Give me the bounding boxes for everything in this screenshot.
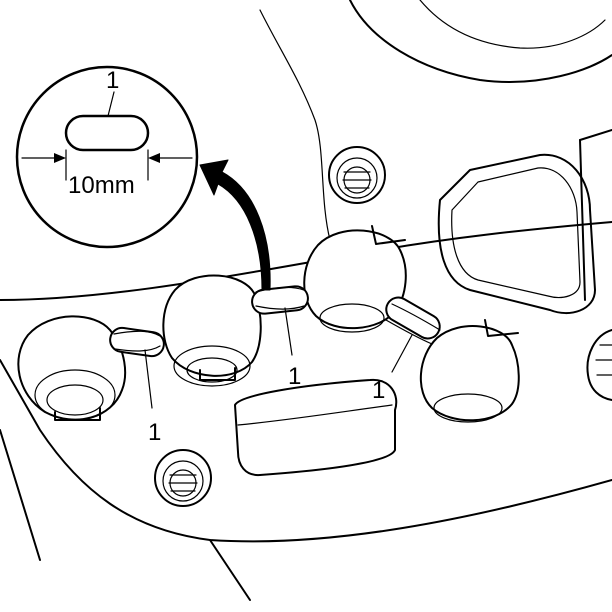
raised-pocket bbox=[437, 129, 612, 315]
dimension-arrow-left bbox=[54, 153, 66, 163]
detail-circle bbox=[15, 65, 199, 249]
oil-slot-right bbox=[385, 296, 441, 345]
callout-label-left: 1 bbox=[148, 419, 161, 446]
leader-middle bbox=[284, 307, 293, 356]
detail-part-label: 1 bbox=[106, 67, 119, 94]
callout-label-right: 1 bbox=[372, 377, 385, 404]
bolt-hole-top bbox=[328, 146, 386, 204]
lifter-bore-4 bbox=[419, 319, 520, 423]
detail-slot-outline bbox=[64, 114, 150, 152]
bolt-hole-right-edge bbox=[586, 329, 612, 401]
dimension-label: 10mm bbox=[68, 172, 135, 199]
lifter-bore-2 bbox=[162, 274, 262, 387]
leader-left bbox=[144, 349, 153, 409]
oil-slot-left bbox=[109, 326, 165, 358]
lifter-bore-3 bbox=[303, 225, 407, 333]
detail-arrow bbox=[199, 159, 271, 291]
oil-slot-middle bbox=[251, 285, 309, 315]
dimension-arrow-right bbox=[148, 153, 160, 163]
lifter-bore-1 bbox=[17, 315, 127, 421]
callout-label-middle: 1 bbox=[288, 363, 301, 390]
leader-right bbox=[391, 334, 413, 373]
bolt-hole-bottom bbox=[154, 449, 212, 507]
oil-channel bbox=[234, 378, 398, 477]
detail-view: 1 10mm bbox=[15, 65, 199, 249]
